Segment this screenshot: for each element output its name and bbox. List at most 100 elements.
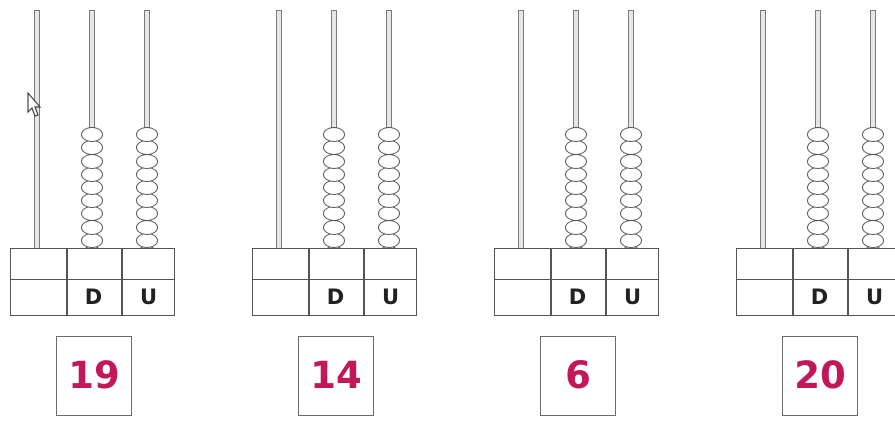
abacus-bead [620, 127, 642, 142]
abacus-bead [862, 154, 884, 169]
abacus-bead [565, 220, 587, 235]
abacus-bead [807, 193, 829, 208]
abacus-bead [862, 193, 884, 208]
abacus-3: D U 6 [484, 0, 664, 424]
abacus-bead [81, 140, 103, 155]
number-box: 6 [540, 336, 616, 416]
abacus-bead [323, 167, 345, 182]
abacus-bead [378, 154, 400, 169]
tens-label: D [308, 280, 363, 314]
number-box: 19 [56, 336, 132, 416]
abacus-bead [323, 220, 345, 235]
abacus-bead [81, 167, 103, 182]
abacus-bead [807, 127, 829, 142]
abacus-bead [565, 193, 587, 208]
abacus-rod [518, 10, 524, 266]
abacus-rod [760, 10, 766, 266]
abacus-bead [565, 127, 587, 142]
abacus-base: D U [252, 248, 417, 316]
number-box: 14 [298, 336, 374, 416]
abacus-bead [862, 127, 884, 142]
base-top-row [495, 249, 658, 280]
abacus-bead [620, 180, 642, 195]
abacus-bead [81, 206, 103, 221]
units-label: U [847, 280, 895, 314]
abacus-bead [323, 140, 345, 155]
abacus-bead [620, 167, 642, 182]
abacus-bead [378, 167, 400, 182]
abacus-bead [323, 127, 345, 142]
abacus-bead [565, 154, 587, 169]
abacus-bead [136, 233, 158, 248]
abacus-bead [807, 233, 829, 248]
abacus-bead [807, 167, 829, 182]
units-label: U [121, 280, 176, 314]
abacus-bead [323, 206, 345, 221]
abacus-bead [378, 180, 400, 195]
abacus-bead [565, 180, 587, 195]
abacus-bead [862, 180, 884, 195]
abacus-bead [862, 220, 884, 235]
abacus-bead [323, 233, 345, 248]
abacus-bead [136, 180, 158, 195]
mouse-pointer-icon [26, 92, 42, 118]
abacus-bead [323, 193, 345, 208]
units-label: U [605, 280, 660, 314]
abacus-bead [136, 220, 158, 235]
abacus-rod [276, 10, 282, 266]
tens-label: D [792, 280, 847, 314]
abacus-bead [807, 206, 829, 221]
number-box: 20 [782, 336, 858, 416]
abacus-bead [620, 193, 642, 208]
abacus-bead [620, 206, 642, 221]
abacus-bead [807, 140, 829, 155]
abacus-bead [807, 220, 829, 235]
base-top-row [253, 249, 416, 280]
abacus-4: D U 20 [726, 0, 895, 424]
abacus-bead [620, 140, 642, 155]
abacus-bead [565, 167, 587, 182]
abacus-bead [620, 233, 642, 248]
abacus-bead [862, 206, 884, 221]
abacus-bead [323, 154, 345, 169]
base-top-row [11, 249, 174, 280]
abacus-bead [136, 167, 158, 182]
abacus-bead [807, 180, 829, 195]
abacus-bead [81, 127, 103, 142]
abacus-bead [620, 220, 642, 235]
abacus-bead [620, 154, 642, 169]
abacus-1: D U 19 [0, 0, 180, 424]
abacus-bead [81, 233, 103, 248]
abacus-base: D U [494, 248, 659, 316]
abacus-bead [862, 140, 884, 155]
tens-label: D [550, 280, 605, 314]
base-top-row [737, 249, 895, 280]
abacus-bead [323, 180, 345, 195]
tens-label: D [66, 280, 121, 314]
abacus-bead [378, 140, 400, 155]
abacus-bead [378, 220, 400, 235]
abacus-bead [81, 220, 103, 235]
abacus-bead [565, 233, 587, 248]
abacus-base: D U [736, 248, 895, 316]
abacus-bead [378, 127, 400, 142]
abacus-bead [136, 193, 158, 208]
abacus-base: D U [10, 248, 175, 316]
abacus-bead [81, 180, 103, 195]
abacus-bead [862, 167, 884, 182]
abacus-bead [565, 206, 587, 221]
abacus-bead [136, 154, 158, 169]
abacus-rod [34, 10, 40, 266]
abacus-bead [136, 127, 158, 142]
abacus-bead [862, 233, 884, 248]
abacus-bead [81, 154, 103, 169]
abacus-bead [378, 206, 400, 221]
abacus-2: D U 14 [242, 0, 422, 424]
units-label: U [363, 280, 418, 314]
abacus-bead [81, 193, 103, 208]
abacus-bead [378, 233, 400, 248]
abacus-bead [565, 140, 587, 155]
abacus-bead [136, 140, 158, 155]
abacus-bead [136, 206, 158, 221]
